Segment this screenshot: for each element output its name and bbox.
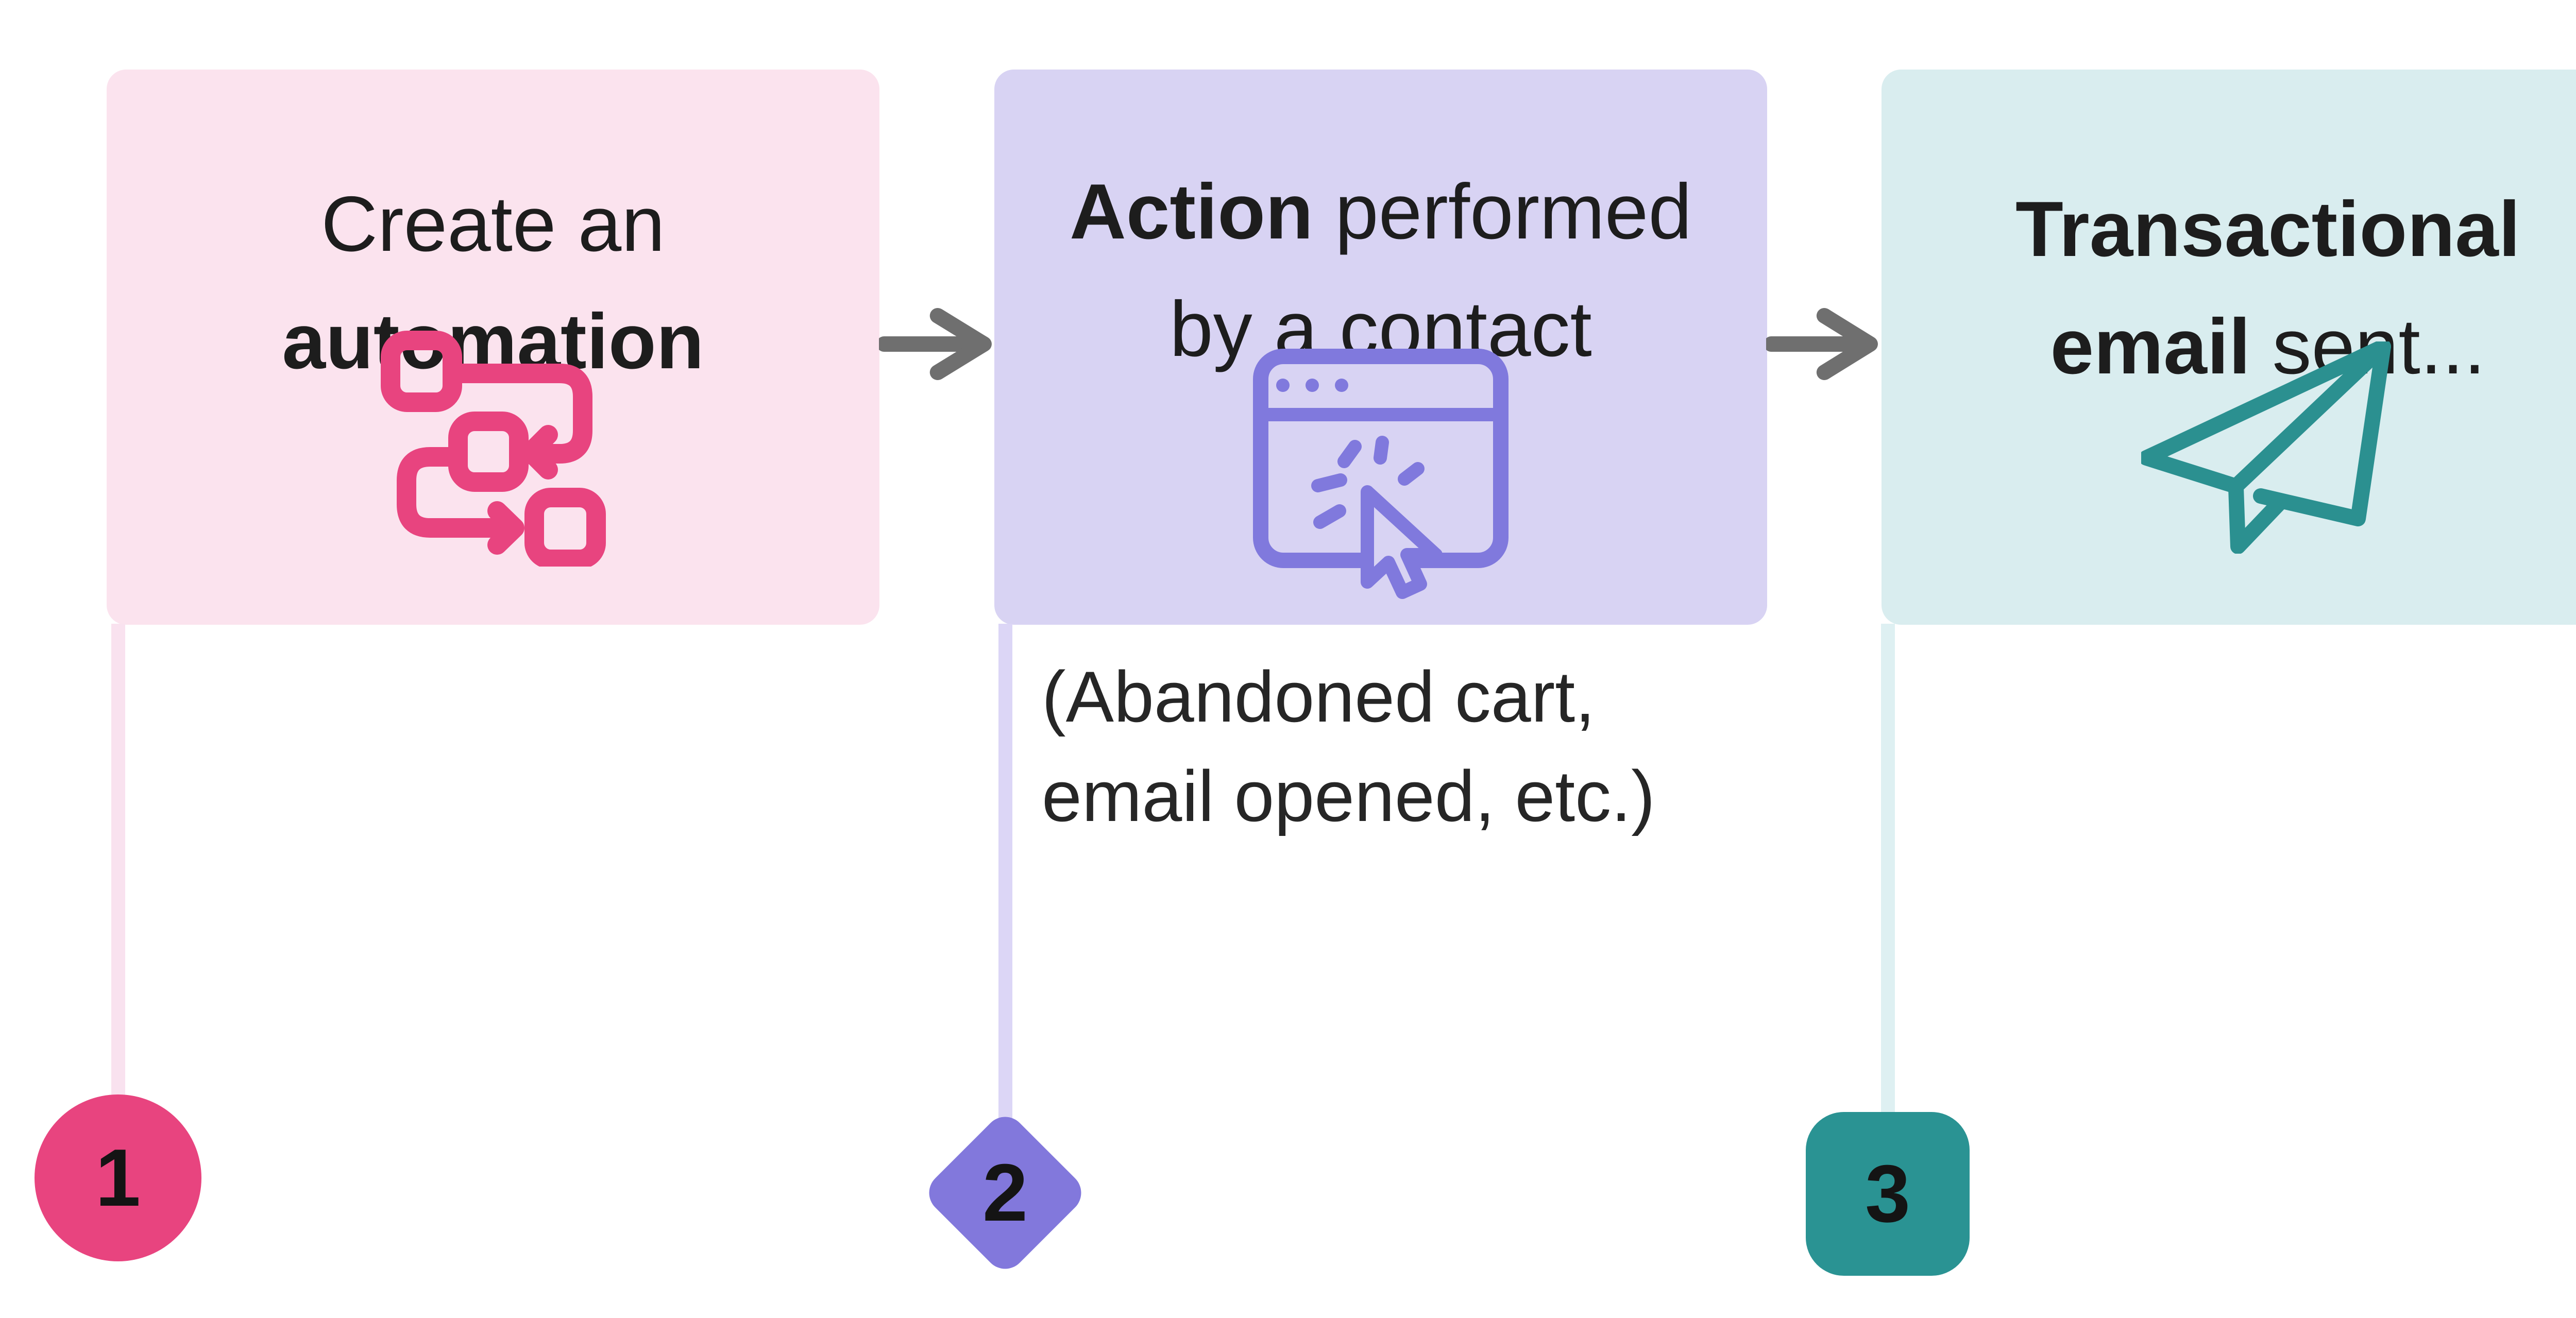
step-marker-3: 3 [1806,1112,1970,1276]
browser-click-icon [1253,349,1509,599]
marker-number-3: 3 [1865,1149,1910,1239]
paper-plane-icon [2141,341,2391,554]
caption-line-2: email opened, etc.) [1042,756,1655,837]
connector-line-2 [998,624,1012,1139]
marker-number-2: 2 [982,1148,1028,1238]
arrow-right-icon [879,308,992,380]
connector-line-1 [111,624,125,1102]
step-marker-2: 2 [920,1108,1090,1278]
arrow-right-icon [1766,308,1878,380]
marker-number-1: 1 [95,1133,141,1223]
caption-line-1: (Abandoned cart, [1042,656,1596,737]
step-marker-1: 1 [35,1094,201,1261]
automation-flowchart-icon [381,331,606,567]
connector-line-3 [1881,624,1895,1116]
trigger-examples-caption: (Abandoned cart, email opened, etc.) [1042,647,1655,846]
